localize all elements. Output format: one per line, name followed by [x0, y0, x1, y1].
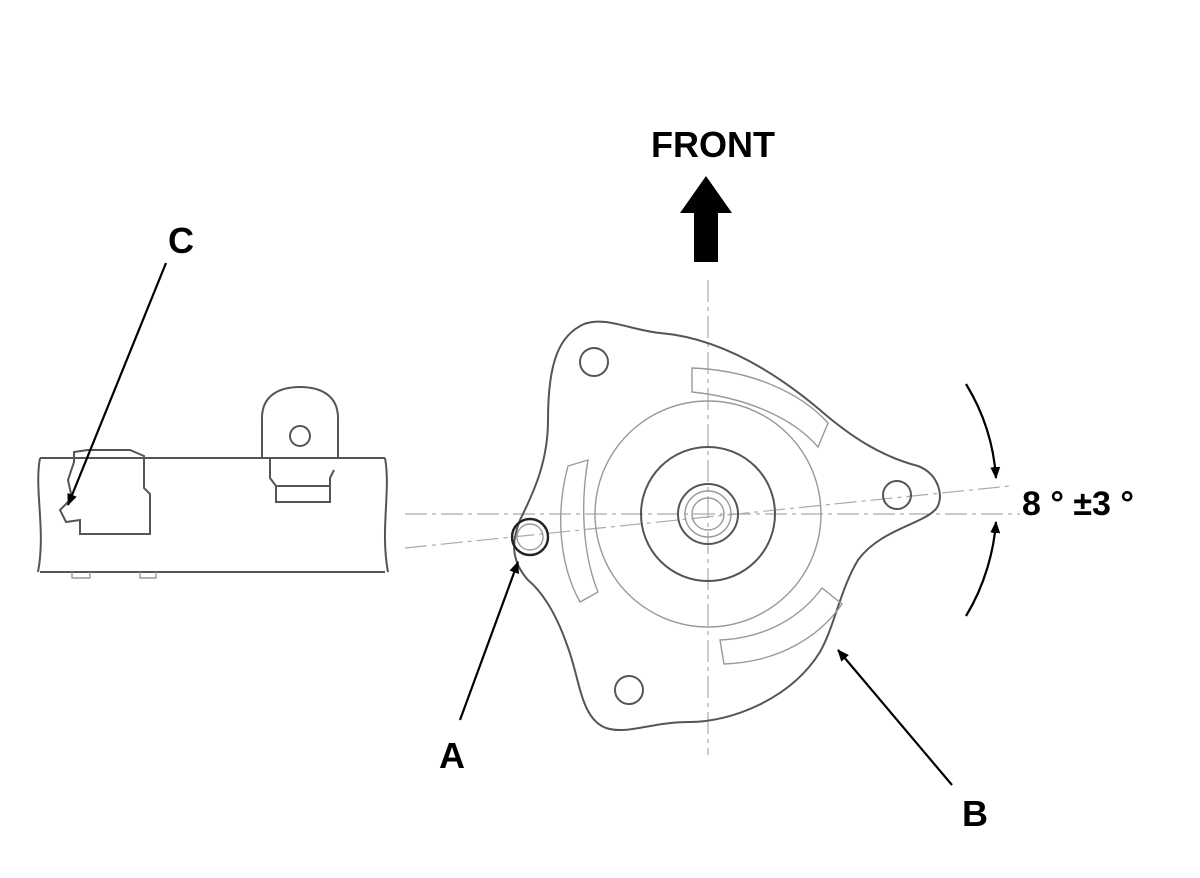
- callout-b: B: [837, 649, 988, 834]
- label-c: C: [168, 220, 194, 261]
- label-b: B: [962, 793, 988, 834]
- mount-flange: [510, 320, 941, 732]
- front-label: FRONT: [651, 124, 775, 165]
- rail-bracket: [37, 385, 389, 579]
- callout-a: A: [439, 561, 520, 776]
- label-a: A: [439, 735, 465, 776]
- centerlines: [404, 280, 1020, 755]
- front-arrow-icon: [680, 176, 732, 262]
- front-indicator: FRONT: [651, 124, 775, 262]
- angle-dimension: 8 ° ±3 °: [965, 383, 1134, 617]
- callout-c: C: [66, 220, 194, 506]
- angle-label: 8 ° ±3 °: [1022, 485, 1134, 523]
